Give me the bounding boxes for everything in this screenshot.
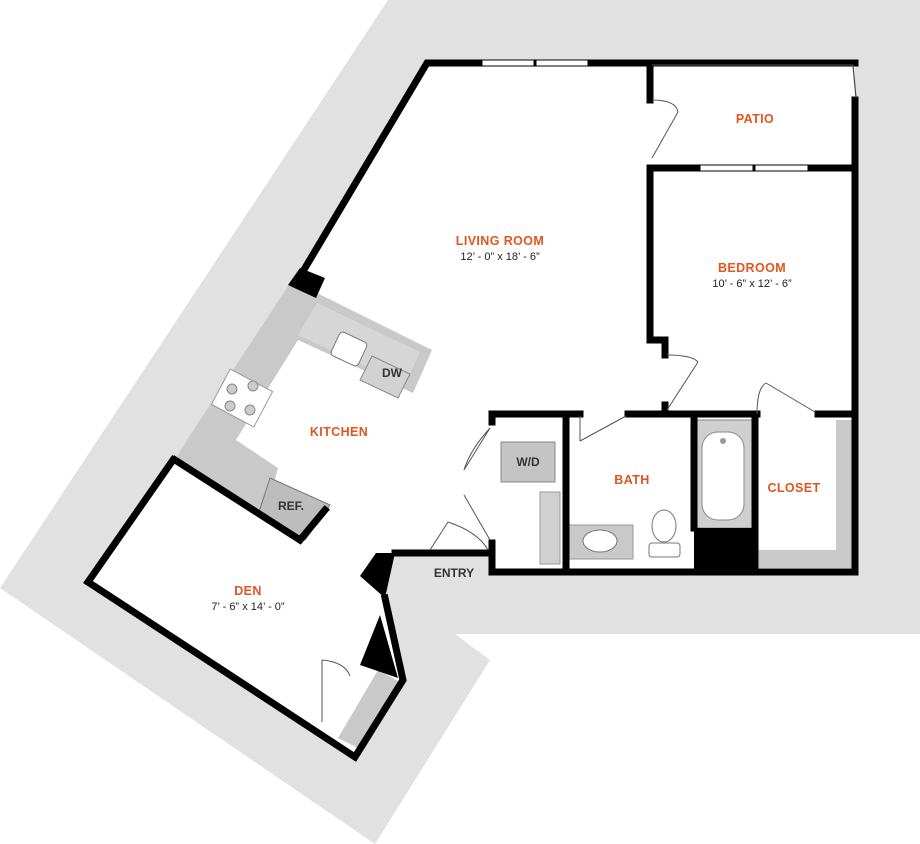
dishwasher-label: DW (382, 366, 403, 380)
den-dims: 7’ - 6” x 14’ - 0” (211, 601, 284, 613)
living-room-dims: 12’ - 0” x 18’ - 6” (460, 251, 540, 263)
washer-dryer-label: W/D (516, 455, 540, 469)
bedroom-dims: 10’ - 6” x 12’ - 6” (712, 278, 792, 290)
bedroom-label: BEDROOM (718, 261, 786, 275)
closet-label: CLOSET (767, 481, 820, 495)
windows (481, 59, 857, 172)
patio-label: PATIO (736, 112, 774, 126)
doors (321, 99, 816, 722)
closet-shelf (758, 420, 852, 568)
unit-floor (88, 63, 855, 757)
washer-dryer (500, 441, 556, 483)
bath-sink (582, 529, 618, 553)
den-label: DEN (234, 584, 262, 598)
laundry-shelf (539, 491, 561, 565)
bath-label: BATH (614, 473, 649, 487)
cooktop (210, 368, 274, 428)
den-closet-shelf (338, 670, 400, 748)
dishwasher (359, 355, 411, 399)
kitchen-label: KITCHEN (310, 425, 368, 439)
living-room-label: LIVING ROOM (456, 234, 544, 248)
walls (83, 59, 859, 762)
shower-solid (694, 528, 752, 572)
bathtub (695, 419, 753, 529)
patio-railing (652, 64, 857, 99)
refrigerator-label: REF. (278, 499, 304, 513)
toilet (648, 509, 681, 558)
entry-label: ENTRY (434, 566, 474, 580)
kitchen-sink (330, 331, 368, 367)
